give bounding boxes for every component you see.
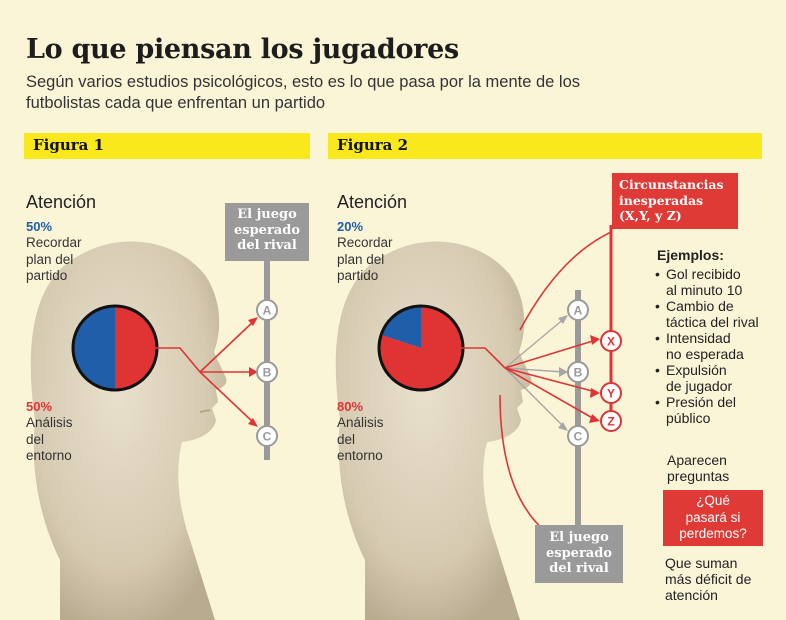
- figura2-blue-pct: 20%: [337, 219, 364, 234]
- figura1-label: Figura 1: [33, 136, 105, 154]
- figura1-header-bar: Figura 1: [24, 133, 310, 159]
- figura2-gray-arrows: [504, 317, 566, 429]
- figura1-arrowheads: [248, 317, 258, 427]
- svg-text:Z: Z: [607, 415, 614, 429]
- svg-text:B: B: [263, 366, 272, 380]
- figura1-node-c: C: [255, 424, 279, 453]
- svg-text:A: A: [574, 304, 583, 318]
- pie-slice-analisis: [115, 306, 157, 390]
- svg-text:X: X: [607, 335, 615, 349]
- examples-title: Ejemplos:: [657, 247, 724, 263]
- figura1-red-pct: 50%: [26, 399, 53, 414]
- figura2-node-b: B: [566, 360, 590, 389]
- figura2-header-bar: Figura 2: [328, 133, 762, 159]
- figura2-red-arrows: [458, 231, 612, 533]
- figura2-red-pct: 80%: [337, 399, 364, 414]
- figura2-node-c: C: [566, 424, 590, 453]
- pie-chart-figura1: [71, 304, 159, 392]
- figura2-node-x: X: [599, 329, 623, 358]
- pie-slice-recordar: [381, 306, 421, 348]
- pie-chart-figura2: [377, 304, 465, 392]
- figura2-label: Figura 2: [337, 136, 409, 154]
- svg-text:C: C: [263, 430, 272, 444]
- svg-text:Y: Y: [607, 387, 615, 401]
- figura1-blue-pct: 50%: [26, 219, 53, 234]
- svg-text:A: A: [263, 304, 272, 318]
- pie-slice-recordar: [73, 306, 115, 390]
- figura2-node-y: Y: [599, 381, 623, 410]
- svg-text:B: B: [574, 366, 583, 380]
- svg-text:C: C: [574, 430, 583, 444]
- figura1-attention-label: Atención: [26, 192, 97, 212]
- figura2-node-a: A: [566, 298, 590, 327]
- figura1-node-a: A: [255, 298, 279, 327]
- figura1-arrows: [155, 319, 256, 425]
- page-subtitle: Según varios estudios psicológicos, esto…: [26, 73, 580, 112]
- pie-slice-analisis: [379, 306, 463, 390]
- figura2-attention-label: Atención: [337, 192, 408, 212]
- figura2-node-z: Z: [599, 409, 623, 438]
- page-title: Lo que piensan los jugadores: [26, 34, 459, 65]
- figura1-node-b: B: [255, 360, 279, 389]
